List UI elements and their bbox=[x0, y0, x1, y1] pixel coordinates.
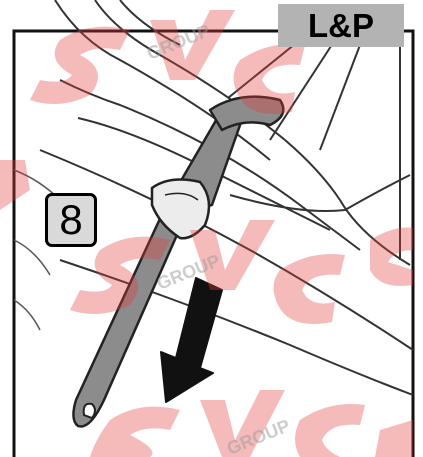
frame-border-right bbox=[404, 29, 415, 457]
watermark-logos bbox=[0, 10, 413, 457]
down-left-arrow-icon bbox=[160, 277, 223, 403]
step-number-badge: 8 bbox=[45, 193, 97, 247]
buckle-clip bbox=[150, 178, 211, 240]
brand-label: L&P bbox=[278, 4, 404, 47]
frame-border bbox=[12, 29, 278, 457]
